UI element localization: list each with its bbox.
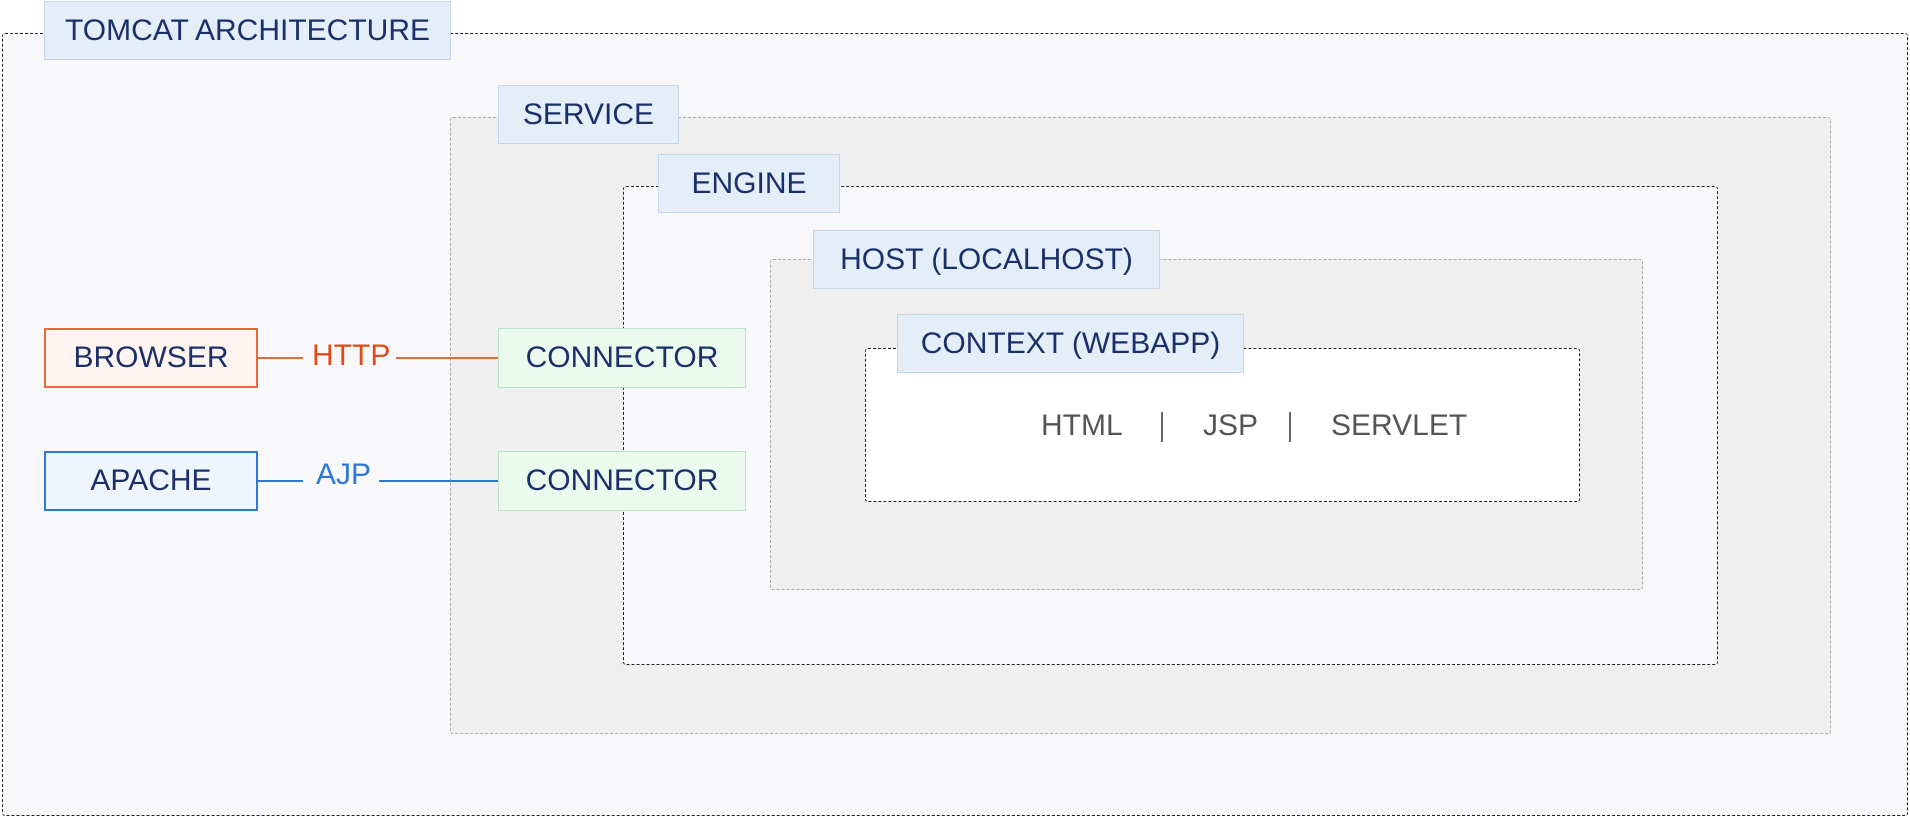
separator bbox=[1161, 412, 1163, 442]
tomcat-architecture-title: TOMCAT ARCHITECTURE bbox=[44, 1, 451, 60]
html-label: HTML bbox=[1041, 409, 1123, 442]
jsp-label: JSP bbox=[1203, 409, 1259, 442]
context-title: CONTEXT (WEBAPP) bbox=[897, 314, 1244, 373]
engine-title: ENGINE bbox=[658, 154, 840, 213]
http-label: HTTP bbox=[312, 339, 391, 372]
browser-node: BROWSER bbox=[44, 328, 258, 388]
ajp-label: AJP bbox=[316, 458, 372, 491]
ajp-connector: CONNECTOR bbox=[498, 451, 746, 511]
http-connector: CONNECTOR bbox=[498, 328, 746, 388]
host-title: HOST (LOCALHOST) bbox=[813, 230, 1160, 289]
servlet-label: SERVLET bbox=[1331, 409, 1468, 442]
apache-node: APACHE bbox=[44, 451, 258, 511]
service-title: SERVICE bbox=[498, 85, 679, 144]
separator bbox=[1289, 412, 1291, 442]
context-region bbox=[865, 348, 1580, 502]
